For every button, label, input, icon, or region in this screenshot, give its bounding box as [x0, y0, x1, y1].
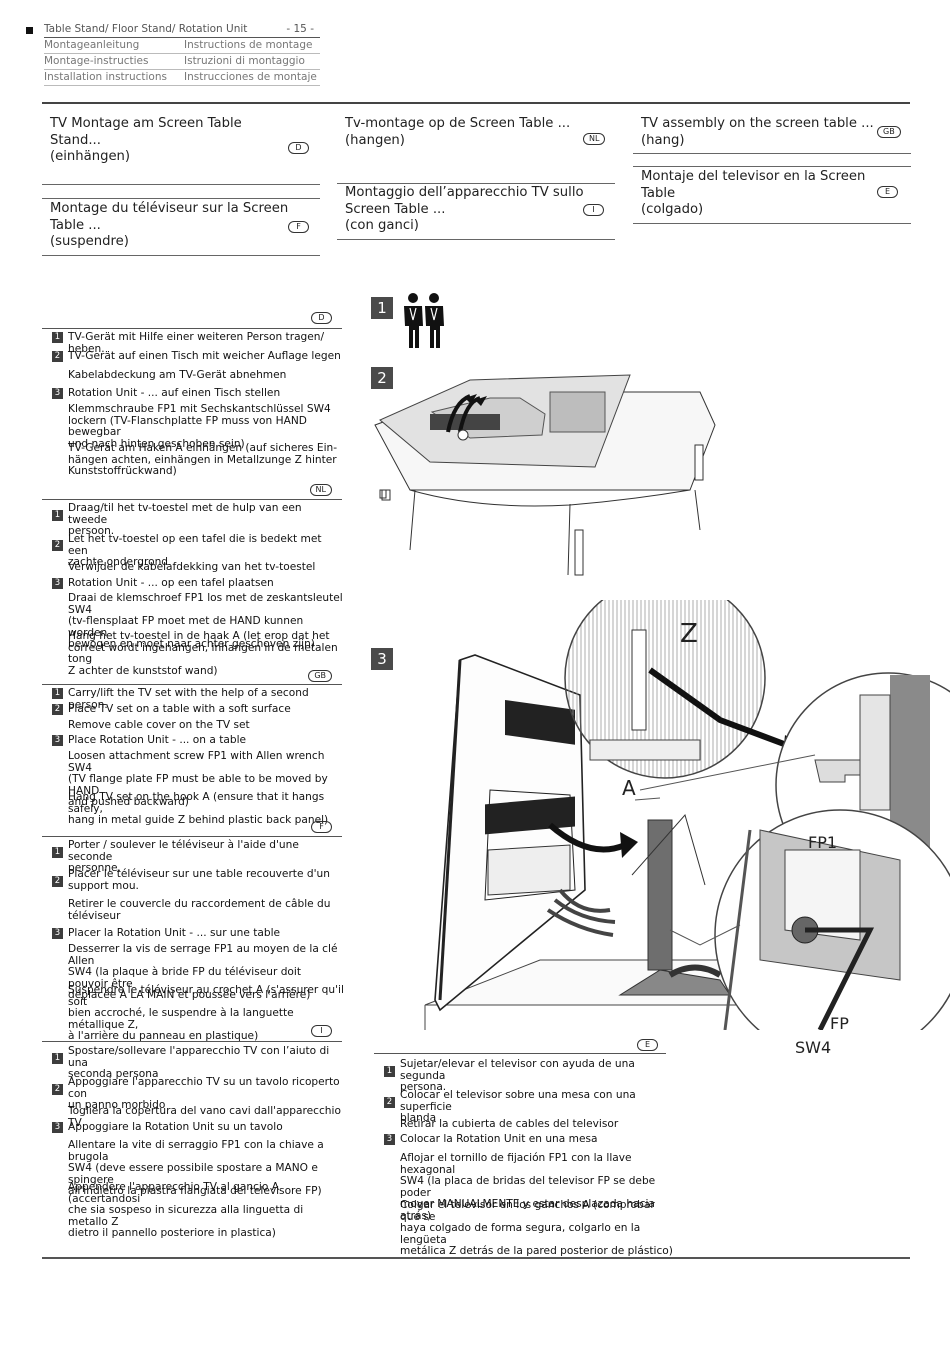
- lang-badge-it: I: [583, 204, 604, 216]
- es-step-2b: Retirar la cubierta de cables del televi…: [400, 1118, 619, 1130]
- gb-step-3c: Hang TV set on the hook A (ensure that i…: [68, 791, 329, 827]
- label-fp1: FP1: [808, 833, 837, 852]
- label-z: Z: [680, 619, 698, 649]
- title-gb: TV assembly on the screen table ... (han…: [633, 113, 911, 154]
- header-row-3-left: Installation instructions: [44, 71, 167, 83]
- it-step-3c: Appendere l'apparecchio TV al gancio A (…: [68, 1181, 304, 1240]
- fr-step-3b: Desserrer la vis de serrage FP1 au moyen…: [68, 943, 338, 1002]
- lang-badge-fr-section: F: [311, 821, 332, 833]
- step-3-marker: 3: [371, 648, 393, 670]
- step-number: 3: [384, 1134, 395, 1145]
- header-row-2-right: Istruzioni di montaggio: [184, 55, 305, 67]
- es-step-3b: Aflojar el tornillo de fijación FP1 con …: [400, 1152, 656, 1222]
- header-row-2-left: Montage-instructies: [44, 55, 149, 67]
- it-step-2b: Togliera la copertura del vano cavi dall…: [68, 1105, 341, 1129]
- lang-badge-fr: F: [288, 221, 309, 233]
- es-step-3c: Colgar el televisor en los ganchos A (co…: [400, 1199, 673, 1258]
- step-number: 1: [52, 847, 63, 858]
- de-step-2b: Kabelabdeckung am TV-Gerät abnehmen: [68, 369, 287, 381]
- fr-step-3c: Suspendre le téléviseur au crochet A (s'…: [68, 984, 344, 1043]
- it-step-3b: Allentare la vite di serraggio FP1 con l…: [68, 1139, 324, 1198]
- step-number: 3: [52, 1122, 63, 1133]
- two-persons-icon: [404, 293, 444, 348]
- tv-on-table-illustration: [374, 374, 716, 576]
- step-1-marker: 1: [371, 297, 393, 319]
- hanging-detail-illustration: Z A FP1 FP: [424, 600, 950, 1030]
- step-number: 1: [52, 332, 63, 343]
- de-step-3c: TV-Gerät am Haken A einhängen (auf siche…: [68, 442, 338, 478]
- fr-step-2b: Retirer le couvercle du raccordement de …: [68, 898, 331, 922]
- header-row-1-right: Instructions de montage: [184, 39, 313, 51]
- lang-badge-de: D: [288, 142, 309, 154]
- step-number: 3: [52, 735, 63, 746]
- page-header: Table Stand/ Floor Stand/ Rotation Unit …: [44, 22, 320, 86]
- title-it: Montaggio dell’apparecchio TV sullo Scre…: [337, 182, 615, 240]
- step-number: 1: [52, 510, 63, 521]
- section-fr: F 1 Porter / soulever le téléviseur à l'…: [42, 821, 344, 1042]
- step-number: 1: [52, 688, 63, 699]
- gb-step-2b: Remove cable cover on the TV set: [68, 719, 250, 731]
- step-number: 1: [384, 1066, 395, 1077]
- bottom-rule: [42, 1257, 910, 1259]
- page-number: - 15 -: [286, 23, 314, 35]
- lang-badge-es-section: E: [637, 1039, 658, 1051]
- lang-badge-it-section: I: [311, 1025, 332, 1037]
- top-rule: [42, 102, 910, 104]
- lang-badge-es: E: [877, 186, 898, 198]
- step-number: 2: [52, 1084, 63, 1095]
- step-number: 3: [52, 928, 63, 939]
- step-number: 2: [384, 1097, 395, 1108]
- section-es: E 1 Sujetar/elevar el televisor con ayud…: [374, 1039, 674, 1257]
- title-fr: Montage du téléviseur sur la Screen Tabl…: [42, 198, 320, 256]
- step-number: 3: [52, 578, 63, 589]
- title-es: Montaje del televisor en la Screen Table…: [633, 166, 911, 224]
- de-step-3b: Klemmschraube FP1 mit Sechskantschlüssel…: [68, 403, 331, 450]
- step-number: 2: [52, 704, 63, 715]
- lang-badge-gb-section: GB: [308, 670, 332, 682]
- header-row-3-right: Instrucciones de montaje: [184, 71, 317, 83]
- label-a: A: [622, 776, 636, 800]
- header-row-1-left: Montageanleitung: [44, 39, 140, 51]
- step-2-marker: 2: [371, 367, 393, 389]
- step-number: 1: [52, 1053, 63, 1064]
- lang-badge-gb: GB: [877, 126, 901, 138]
- lang-badge-nl: NL: [583, 133, 606, 145]
- header-title: Table Stand/ Floor Stand/ Rotation Unit: [44, 23, 248, 35]
- bullet-square: [26, 27, 33, 34]
- step-number: 2: [52, 876, 63, 887]
- step-number: 2: [52, 351, 63, 362]
- title-de: TV Montage am Screen Table Stand... (ein…: [42, 113, 320, 185]
- label-fp: FP: [830, 1014, 849, 1030]
- lang-badge-nl-section: NL: [309, 484, 332, 496]
- nl-step-2b: Verwijder de kabelafdekking van het tv-t…: [68, 561, 316, 573]
- title-nl: Tv-montage op de Screen Table ... (hange…: [337, 113, 615, 185]
- step-number: 3: [52, 388, 63, 399]
- gb-step-3b: Loosen attachment screw FP1 with Allen w…: [68, 750, 328, 809]
- nl-step-3b: Draai de klemschroef FP1 los met de zesk…: [68, 592, 343, 651]
- section-nl: NL 1 Draag/til het tv-toestel met de hul…: [42, 484, 343, 677]
- lang-badge-de-section: D: [311, 312, 332, 324]
- section-de: D 1 TV-Gerät mit Hilfe einer weiteren Pe…: [42, 312, 342, 492]
- nl-step-3c: Hang het tv-toestel in de haak A (let er…: [68, 630, 338, 677]
- label-sw4: SW4: [795, 1038, 832, 1057]
- section-gb: GB 1 Carry/lift the TV set with the help…: [42, 670, 342, 826]
- section-it: I 1 Spostare/sollevare l'apparecchio TV …: [42, 1025, 342, 1239]
- step-number: 2: [52, 540, 63, 551]
